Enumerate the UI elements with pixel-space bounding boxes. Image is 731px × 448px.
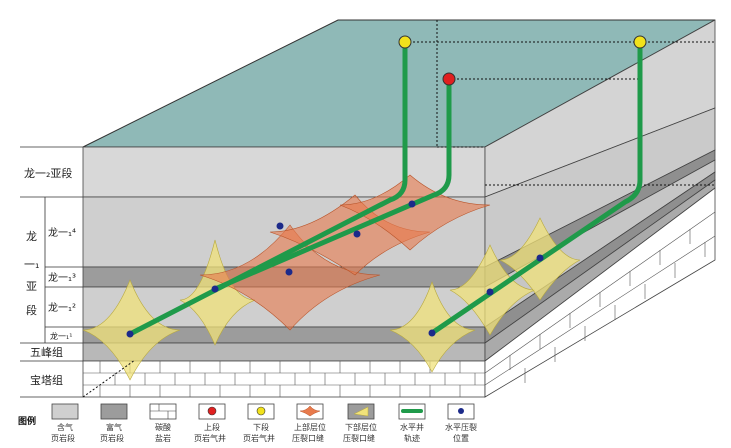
legend: 图例 bbox=[18, 403, 477, 443]
label-baota: 宝塔组 bbox=[30, 373, 63, 387]
label-wufeng: 五峰组 bbox=[30, 345, 63, 359]
legend-label-6a: 上部层位 bbox=[294, 422, 326, 432]
lower-well-head-left bbox=[398, 35, 412, 49]
label-long1-2: 龙一₂亚段 bbox=[24, 166, 72, 180]
label-long1-1-char: 龙 bbox=[26, 230, 37, 243]
legend-swatch-lower-frac bbox=[347, 403, 375, 420]
brick-pattern-front bbox=[83, 361, 485, 397]
stratigraphic-column bbox=[20, 146, 83, 398]
legend-swatch-gas-shale bbox=[51, 403, 79, 420]
legend-title: 图例 bbox=[18, 415, 36, 427]
brick-pattern-side bbox=[484, 211, 716, 386]
legend-label-5a: 下段 bbox=[253, 422, 269, 432]
legend-label-3b: 盐岩 bbox=[155, 433, 171, 443]
upper-well-head bbox=[442, 72, 456, 86]
label-long1-1-2: 龙一₁² bbox=[48, 301, 76, 314]
legend-swatch-rich-gas-shale bbox=[100, 403, 128, 420]
legend-swatch-well-track bbox=[398, 403, 426, 420]
legend-label-3a: 碳酸 bbox=[155, 422, 171, 432]
legend-label-1a: 含气 bbox=[57, 422, 73, 432]
label-long1-1-sub: 一₁ bbox=[24, 258, 39, 271]
projection-lines bbox=[82, 20, 715, 398]
legend-swatch-upper-frac bbox=[296, 403, 324, 420]
label-long1-1-3: 龙一₁³ bbox=[48, 271, 76, 284]
legend-swatch-lower-well bbox=[247, 403, 275, 420]
legend-label-2b: 页岩段 bbox=[100, 433, 124, 443]
legend-label-1b: 页岩段 bbox=[51, 433, 75, 443]
label-long1-1-4: 龙一₁⁴ bbox=[48, 226, 76, 239]
legend-label-2a: 富气 bbox=[106, 422, 122, 432]
fracture-points bbox=[126, 200, 544, 338]
legend-label-4a: 上段 bbox=[204, 422, 220, 432]
legend-label-9a: 水平压裂 bbox=[445, 422, 477, 432]
legend-label-6b: 压裂口缝 bbox=[292, 433, 324, 443]
legend-label-7b: 压裂口缝 bbox=[343, 433, 375, 443]
legend-label-7a: 下部层位 bbox=[345, 422, 377, 432]
label-long1-1-ya: 亚 bbox=[26, 280, 37, 293]
label-long1-1-1: 龙一₁¹ bbox=[50, 331, 72, 341]
legend-label-4b: 页岩气井 bbox=[194, 433, 226, 443]
horizontal-wells bbox=[127, 39, 643, 337]
legend-swatch-frac-point bbox=[447, 403, 475, 420]
legend-label-8b: 轨迹 bbox=[404, 433, 420, 443]
upper-fracture-network bbox=[199, 174, 491, 331]
label-long1-1-duan: 段 bbox=[26, 303, 37, 317]
legend-label-8a: 水平井 bbox=[400, 422, 424, 432]
legend-swatch-upper-well bbox=[198, 403, 226, 420]
legend-swatch-carbonate bbox=[149, 403, 177, 420]
lower-well-head-right bbox=[633, 35, 647, 49]
legend-label-5b: 页岩气井 bbox=[243, 433, 275, 443]
legend-label-9b: 位置 bbox=[453, 433, 469, 443]
front-layer-baota bbox=[82, 360, 486, 398]
